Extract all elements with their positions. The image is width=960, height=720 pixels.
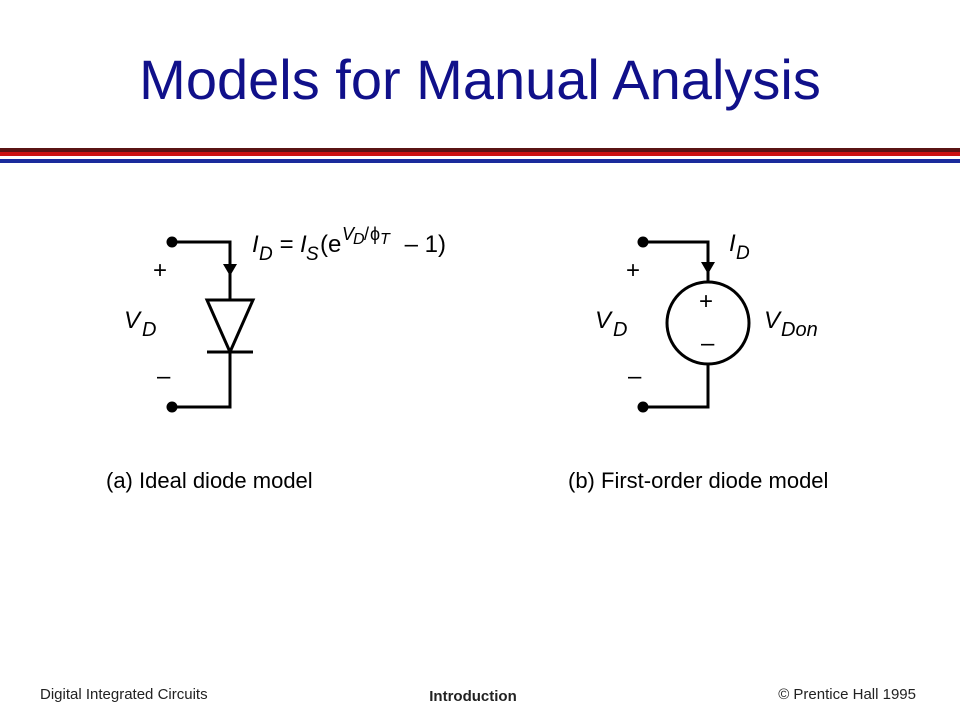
minus-sign: – bbox=[157, 363, 171, 390]
footer-section: Introduction bbox=[429, 688, 517, 705]
eq-is-sub: S bbox=[306, 244, 319, 265]
vdon-label-sub: Don bbox=[781, 319, 818, 341]
vdon-label-v: V bbox=[764, 307, 782, 334]
first-order-diode-circuit: I D + – V D + – V Don (b) First-order di… bbox=[568, 230, 828, 493]
wire-top bbox=[172, 240, 232, 300]
eq-exp-t: T bbox=[380, 231, 391, 248]
current-arrow bbox=[701, 262, 715, 274]
eq-tail: – 1) bbox=[398, 231, 446, 258]
header-rule-blue bbox=[0, 159, 960, 163]
eq-i-sub: D bbox=[259, 244, 273, 265]
eq-exp-slash: / bbox=[364, 224, 369, 244]
vd-label-v: V bbox=[124, 307, 142, 334]
wire-bottom bbox=[643, 364, 710, 409]
footer-copyright: © Prentice Hall 1995 bbox=[778, 686, 916, 703]
plus-sign: + bbox=[626, 257, 640, 284]
header-rule-white bbox=[0, 156, 960, 159]
diode-triangle bbox=[204, 298, 256, 356]
source-minus-sign: – bbox=[701, 330, 715, 357]
vd-label-sub: D bbox=[613, 319, 627, 341]
current-arrow bbox=[223, 264, 237, 276]
wire-bottom bbox=[172, 352, 232, 409]
minus-sign: – bbox=[628, 363, 642, 390]
id-label-i: I bbox=[729, 230, 736, 257]
vd-label-v: V bbox=[595, 307, 613, 334]
plus-sign: + bbox=[153, 257, 167, 284]
wire-top bbox=[643, 240, 710, 282]
ideal-diode-circuit: + – V D I D = I S (e V D / ϕ T – 1) (a) … bbox=[106, 224, 446, 493]
eq-exp-phi: ϕ bbox=[370, 224, 380, 244]
eq-equals: = bbox=[273, 231, 300, 258]
eq-is: I bbox=[300, 231, 307, 258]
caption-first-order-model: (b) First-order diode model bbox=[568, 468, 828, 493]
id-label-sub: D bbox=[736, 243, 750, 264]
eq-exp-d: D bbox=[353, 231, 365, 248]
vd-label-sub: D bbox=[142, 319, 156, 341]
eq-i: I bbox=[252, 231, 259, 258]
source-plus-sign: + bbox=[699, 288, 713, 315]
page-title: Models for Manual Analysis bbox=[139, 48, 821, 111]
eq-exp-v: V bbox=[342, 224, 356, 244]
eq-open: (e bbox=[320, 231, 341, 258]
header-rule-red bbox=[0, 152, 960, 156]
diode-equation: I D = I S (e V D / ϕ T – 1) bbox=[252, 224, 446, 265]
header-rule-dark bbox=[0, 148, 960, 152]
caption-ideal-model: (a) Ideal diode model bbox=[106, 468, 313, 493]
footer-course-title: Digital Integrated Circuits bbox=[40, 686, 208, 703]
